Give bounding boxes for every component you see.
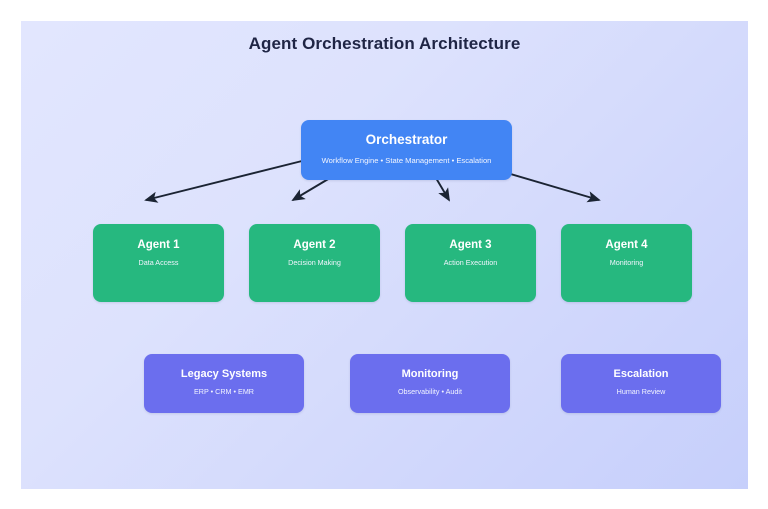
node-agent-4-title: Agent 4 (605, 239, 648, 251)
node-monitoring-subtitle: Observability • Audit (397, 386, 463, 396)
node-agent-1-title: Agent 1 (137, 239, 180, 251)
node-agent-1[interactable]: Agent 1 Data Access (93, 224, 224, 302)
node-agent-3-subtitle: Action Execution (443, 258, 498, 268)
node-escalation[interactable]: Escalation Human Review (561, 354, 721, 413)
page-title: Agent Orchestration Architecture (248, 34, 521, 53)
node-orchestrator[interactable]: Orchestrator Workflow Engine • State Man… (301, 120, 512, 180)
node-agent-1-subtitle: Data Access (138, 258, 179, 268)
node-escalation-subtitle: Human Review (616, 386, 666, 396)
node-agent-4-subtitle: Monitoring (609, 258, 644, 268)
node-agent-4[interactable]: Agent 4 Monitoring (561, 224, 692, 302)
node-orchestrator-title: Orchestrator (365, 132, 448, 147)
node-agent-2-title: Agent 2 (293, 239, 336, 251)
node-agent-3-title: Agent 3 (449, 239, 492, 251)
node-legacy-systems[interactable]: Legacy Systems ERP • CRM • EMR (144, 354, 304, 413)
node-agent-2-subtitle: Decision Making (288, 258, 341, 268)
node-agent-3[interactable]: Agent 3 Action Execution (405, 224, 536, 302)
node-orchestrator-subtitle: Workflow Engine • State Management • Esc… (321, 155, 492, 165)
node-legacy-systems-title: Legacy Systems (180, 368, 268, 380)
node-monitoring[interactable]: Monitoring Observability • Audit (350, 354, 510, 413)
node-monitoring-title: Monitoring (401, 368, 459, 380)
node-legacy-systems-subtitle: ERP • CRM • EMR (193, 386, 254, 396)
node-escalation-title: Escalation (613, 368, 669, 380)
arrow-orchestrator-to-agent-1 (144, 158, 309, 203)
node-agent-2[interactable]: Agent 2 Decision Making (249, 224, 380, 302)
diagram-canvas: Agent Orchestration Architecture Orchest… (21, 21, 748, 489)
